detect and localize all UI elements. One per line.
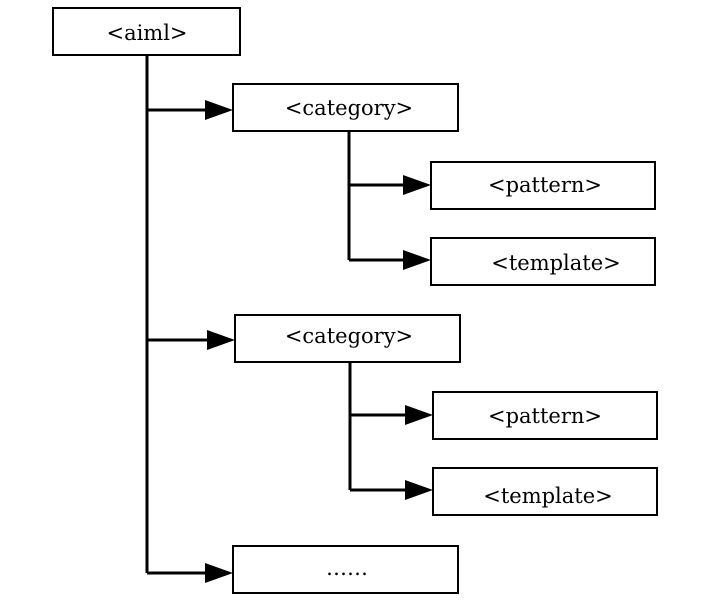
arrowhead-category-1 — [205, 100, 233, 120]
node-label: …… — [326, 556, 368, 580]
arrowhead-pattern-1 — [403, 175, 431, 195]
node-box — [432, 467, 658, 516]
node-template-2: <template> — [432, 467, 658, 516]
node-label: <template> — [483, 484, 613, 508]
arrowhead-template-2 — [405, 480, 433, 500]
node-box — [232, 545, 459, 594]
node-label: <aiml> — [106, 21, 187, 45]
node-pattern-1: <pattern> — [430, 161, 656, 210]
arrowhead-pattern-2 — [405, 405, 433, 425]
node-root: <aiml> — [52, 7, 241, 56]
node-label: <pattern> — [488, 173, 602, 197]
connectors — [145, 55, 410, 575]
node-box — [430, 161, 656, 210]
node-box — [432, 391, 658, 440]
node-pattern-2: <pattern> — [432, 391, 658, 440]
node-box — [52, 7, 241, 56]
node-box — [430, 237, 656, 286]
node-more: …… — [232, 545, 459, 594]
node-label: <template> — [491, 251, 621, 275]
arrowhead-category-2 — [207, 330, 235, 350]
node-box — [232, 83, 459, 132]
node-category-2: <category> — [234, 314, 461, 363]
node-category-1: <category> — [232, 83, 459, 132]
arrowhead-more — [205, 563, 233, 583]
arrowhead-template-1 — [403, 250, 431, 270]
node-label: <pattern> — [488, 404, 602, 428]
node-label: <category> — [285, 96, 413, 120]
node-box — [234, 314, 461, 363]
arrowheads — [205, 100, 433, 583]
node-label: <category> — [285, 324, 413, 348]
node-template-1: <template> — [430, 237, 656, 286]
